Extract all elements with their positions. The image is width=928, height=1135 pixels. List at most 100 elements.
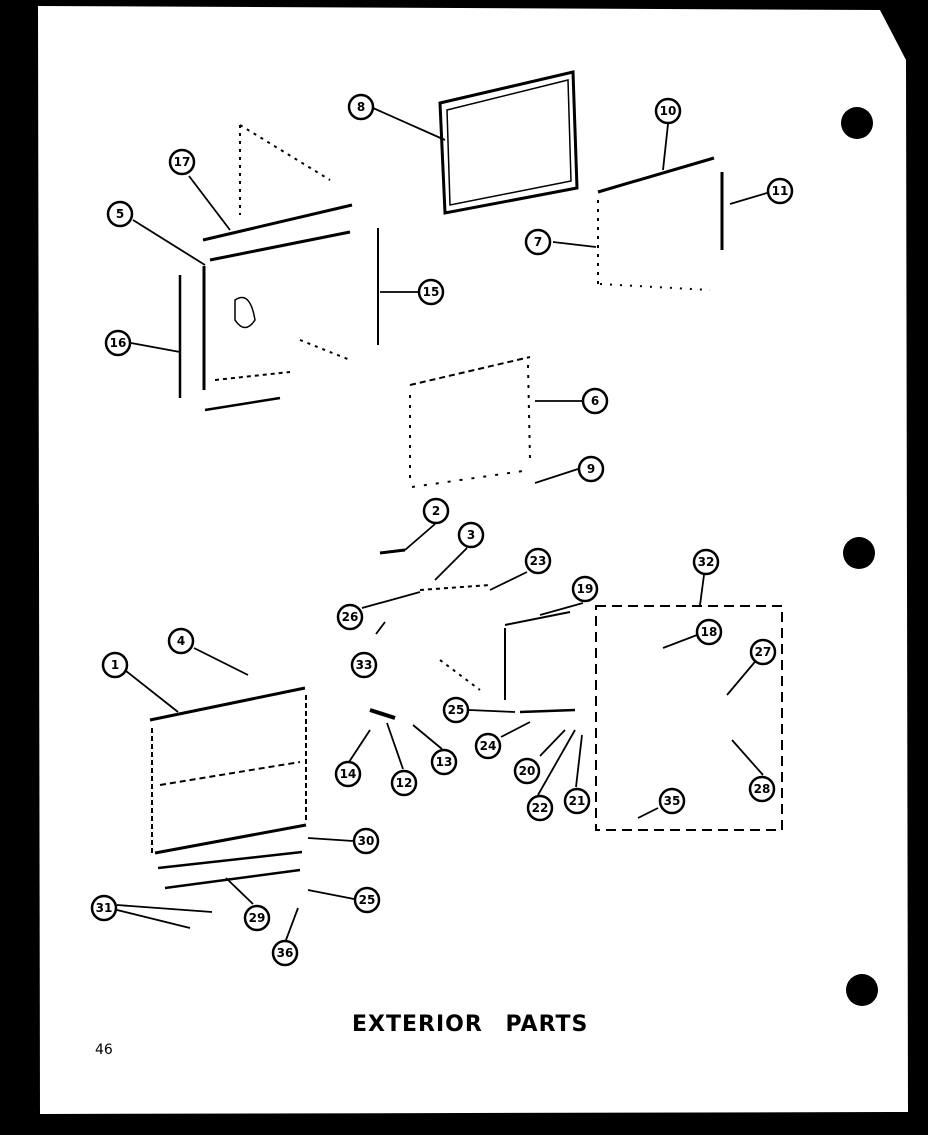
callout-label: 21 xyxy=(569,794,586,808)
callout-20: 20 xyxy=(513,757,541,785)
callout-circle xyxy=(524,547,552,575)
callout-26: 26 xyxy=(336,603,364,631)
callout-circle xyxy=(513,757,541,785)
callout-31: 31 xyxy=(90,894,118,922)
callout-16: 16 xyxy=(104,329,132,357)
callout-circle xyxy=(353,886,381,914)
binder-hole-bottom xyxy=(846,974,878,1006)
callout-17: 17 xyxy=(168,148,196,176)
callout-label: 22 xyxy=(532,801,549,815)
callout-4: 4 xyxy=(167,627,195,655)
callout-label: 12 xyxy=(396,776,413,790)
callout-label: 5 xyxy=(116,207,124,221)
callout-3: 3 xyxy=(457,521,485,549)
callout-5: 5 xyxy=(106,200,134,228)
callout-33: 33 xyxy=(350,651,378,679)
callout-label: 24 xyxy=(480,739,497,753)
callout-label: 10 xyxy=(660,104,677,118)
callout-label: 15 xyxy=(423,285,440,299)
cabinet-frame xyxy=(178,124,379,412)
callout-label: 32 xyxy=(698,555,715,569)
callout-circle xyxy=(442,696,470,724)
callout-25: 25 xyxy=(442,696,470,724)
front-grille xyxy=(149,686,307,890)
callout-label: 8 xyxy=(357,100,365,114)
side-panel xyxy=(597,156,724,291)
callout-18: 18 xyxy=(695,618,723,646)
callout-circle xyxy=(390,769,418,797)
callout-circle xyxy=(695,618,723,646)
callout-11: 11 xyxy=(766,177,794,205)
leader-lines xyxy=(116,107,768,941)
callout-23: 23 xyxy=(524,547,552,575)
callout-2: 2 xyxy=(422,497,450,525)
callout-label: 23 xyxy=(530,554,547,568)
callout-circle xyxy=(766,177,794,205)
callout-circle xyxy=(271,939,299,967)
control-assembly xyxy=(369,548,576,720)
callout-circle xyxy=(658,787,686,815)
callout-label: 27 xyxy=(755,645,772,659)
callout-label: 35 xyxy=(664,794,681,808)
page-number: 46 xyxy=(95,1042,113,1058)
callout-label: 7 xyxy=(534,235,542,249)
callout-25: 25 xyxy=(353,886,381,914)
callout-22: 22 xyxy=(526,794,554,822)
callout-12: 12 xyxy=(390,769,418,797)
callout-circle xyxy=(581,387,609,415)
callout-circle xyxy=(106,200,134,228)
callout-label: 33 xyxy=(356,658,373,672)
callout-circle xyxy=(422,497,450,525)
callout-10: 10 xyxy=(654,97,682,125)
callout-8: 8 xyxy=(347,93,375,121)
callout-circle xyxy=(347,93,375,121)
callout-circle xyxy=(571,575,599,603)
binder-hole-top xyxy=(841,107,873,139)
callout-32: 32 xyxy=(692,548,720,576)
callout-28: 28 xyxy=(748,775,776,803)
callout-label: 11 xyxy=(772,184,789,198)
callout-label: 2 xyxy=(432,504,440,518)
paper-page xyxy=(38,6,908,1114)
callout-label: 18 xyxy=(701,625,718,639)
callout-label: 17 xyxy=(174,155,191,169)
callout-label: 28 xyxy=(754,782,771,796)
callout-circle xyxy=(526,794,554,822)
callout-label: 6 xyxy=(591,394,599,408)
callout-6: 6 xyxy=(581,387,609,415)
callout-label: 29 xyxy=(249,911,266,925)
callout-circle xyxy=(168,148,196,176)
callout-label: 1 xyxy=(111,658,119,672)
callout-label: 14 xyxy=(340,767,357,781)
callout-circle xyxy=(243,904,271,932)
callout-24: 24 xyxy=(474,732,502,760)
callout-circle xyxy=(563,787,591,815)
callout-1: 1 xyxy=(101,651,129,679)
callout-circle xyxy=(167,627,195,655)
callout-35: 35 xyxy=(658,787,686,815)
callout-36: 36 xyxy=(271,939,299,967)
callout-circle xyxy=(352,827,380,855)
callout-circle xyxy=(101,651,129,679)
subassembly-box xyxy=(595,605,783,831)
base-panel xyxy=(409,356,531,488)
callout-circle xyxy=(417,278,445,306)
page-title: EXTERIOR PARTS xyxy=(352,1012,589,1037)
callout-label: 26 xyxy=(342,610,359,624)
callout-circle xyxy=(90,894,118,922)
callout-circle xyxy=(104,329,132,357)
callout-label: 36 xyxy=(277,946,294,960)
callout-circle xyxy=(577,455,605,483)
callout-circle xyxy=(430,748,458,776)
callout-circle xyxy=(749,638,777,666)
callout-30: 30 xyxy=(352,827,380,855)
callout-label: 25 xyxy=(448,703,465,717)
callout-label: 9 xyxy=(587,462,595,476)
callout-circle xyxy=(474,732,502,760)
callout-label: 20 xyxy=(519,764,536,778)
callout-circle xyxy=(524,228,552,256)
callout-29: 29 xyxy=(243,904,271,932)
callout-circle xyxy=(336,603,364,631)
